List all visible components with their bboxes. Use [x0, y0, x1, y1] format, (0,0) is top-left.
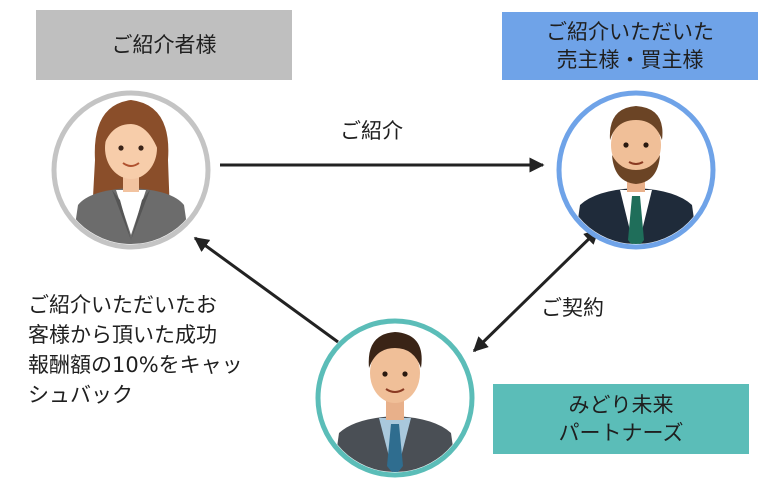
introduction-label: ご紹介 — [340, 119, 403, 143]
partner-label-line2: パートナーズ — [558, 421, 684, 445]
client-box: ご紹介いただいた 売主様・買主様 — [502, 12, 758, 80]
cashback-note-line: シュバック — [28, 383, 133, 407]
introducer-avatar — [51, 90, 211, 250]
client-avatar — [556, 90, 716, 250]
partner-label-line1: みどり未来 — [568, 393, 674, 417]
cashback-note-line: 報酬額の10%をキャッ — [28, 353, 243, 377]
client-label-line1: ご紹介いただいた — [546, 20, 714, 44]
introducer-box: ご紹介者様 — [36, 10, 292, 80]
partner-avatar — [315, 318, 475, 478]
cashback-note-line: 客様から頂いた成功 — [28, 323, 217, 347]
cashback-arrow — [193, 236, 339, 344]
contract-label: ご契約 — [541, 296, 604, 320]
introducer-label: ご紹介者様 — [111, 33, 217, 57]
cashback-note: ご紹介いただいたお 客様から頂いた成功 報酬額の10%をキャッ シュバック — [28, 290, 328, 410]
partner-box: みどり未来 パートナーズ — [493, 384, 749, 454]
cashback-note-line: ご紹介いただいたお — [28, 293, 217, 317]
client-label-line2: 売主様・買主様 — [556, 48, 704, 72]
contract-arrow — [472, 228, 600, 353]
